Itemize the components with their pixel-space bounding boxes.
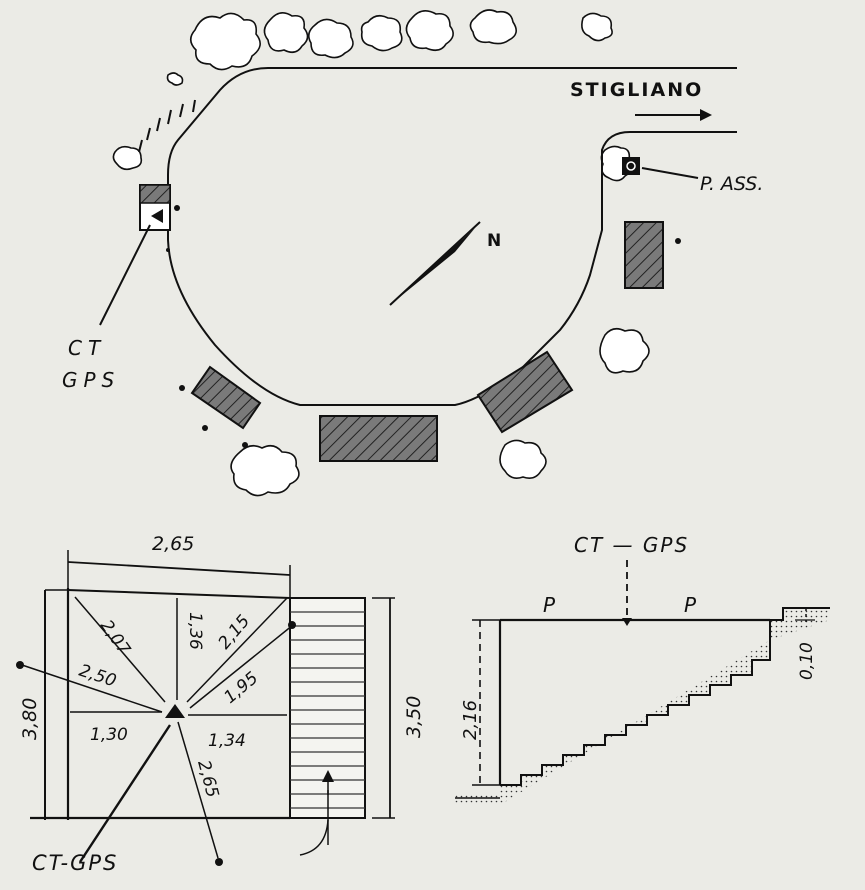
building xyxy=(476,350,574,434)
road-outline xyxy=(167,67,737,406)
ground-fill xyxy=(455,608,830,805)
dim-130: 1,30 xyxy=(90,725,128,745)
point-marker xyxy=(242,442,248,448)
dim-height-left: 3,80 xyxy=(19,698,41,740)
point-marker xyxy=(675,238,681,244)
site-map: STIGLIANO N CT GPS P. ASS. xyxy=(62,9,763,497)
section-title: CT — GPS xyxy=(574,533,689,557)
section-p-left: P xyxy=(543,593,556,617)
dim-134: 1,34 xyxy=(208,731,246,751)
road-label: STIGLIANO xyxy=(570,79,703,101)
dim-215: 2,15 xyxy=(215,611,255,653)
bank-ticks xyxy=(138,99,196,153)
ct-box-hatch xyxy=(139,184,171,204)
point-marker xyxy=(174,205,180,211)
dim-height-right: 3,50 xyxy=(403,696,425,738)
point-marker xyxy=(215,858,223,866)
building xyxy=(624,221,664,289)
plan-bottom-label: CT-GPS xyxy=(32,851,118,875)
point-marker xyxy=(166,248,170,252)
section-height-216: 2,16 xyxy=(460,700,481,740)
point-marker xyxy=(288,621,296,629)
point-marker xyxy=(179,385,185,391)
point-marker xyxy=(202,425,208,431)
ct-gps-triangle-icon xyxy=(165,704,185,718)
pass-label: P. ASS. xyxy=(700,173,763,195)
section-height-010: 0,10 xyxy=(797,642,817,680)
dim-136: 1,36 xyxy=(185,612,205,650)
dim-width-top: 2,65 xyxy=(152,533,194,555)
dim-207: 2,07 xyxy=(96,616,134,659)
north-arrow-icon xyxy=(389,221,481,306)
dim-195: 1,95 xyxy=(220,668,262,708)
north-label: N xyxy=(487,231,501,251)
plan-view: 2,65 3,50 3,80 xyxy=(16,533,425,875)
building xyxy=(190,365,262,430)
dim-265: 2,65 xyxy=(193,758,222,800)
ct-leader-line xyxy=(99,224,151,326)
section-p-right: P xyxy=(684,593,697,617)
direction-arrow-head xyxy=(700,109,712,121)
ct-label-2: GPS xyxy=(62,368,120,392)
section-view: CT — GPS P P 2,16 0,10 xyxy=(455,533,830,805)
ct-triangle-icon xyxy=(151,209,163,223)
stepped-profile xyxy=(500,607,830,786)
ct-label-1: CT xyxy=(68,336,106,360)
point-marker xyxy=(16,661,24,669)
building xyxy=(319,415,438,462)
dim-250: 2,50 xyxy=(76,661,118,692)
pass-leader-line xyxy=(641,167,699,179)
pass-marker-icon xyxy=(622,157,640,175)
